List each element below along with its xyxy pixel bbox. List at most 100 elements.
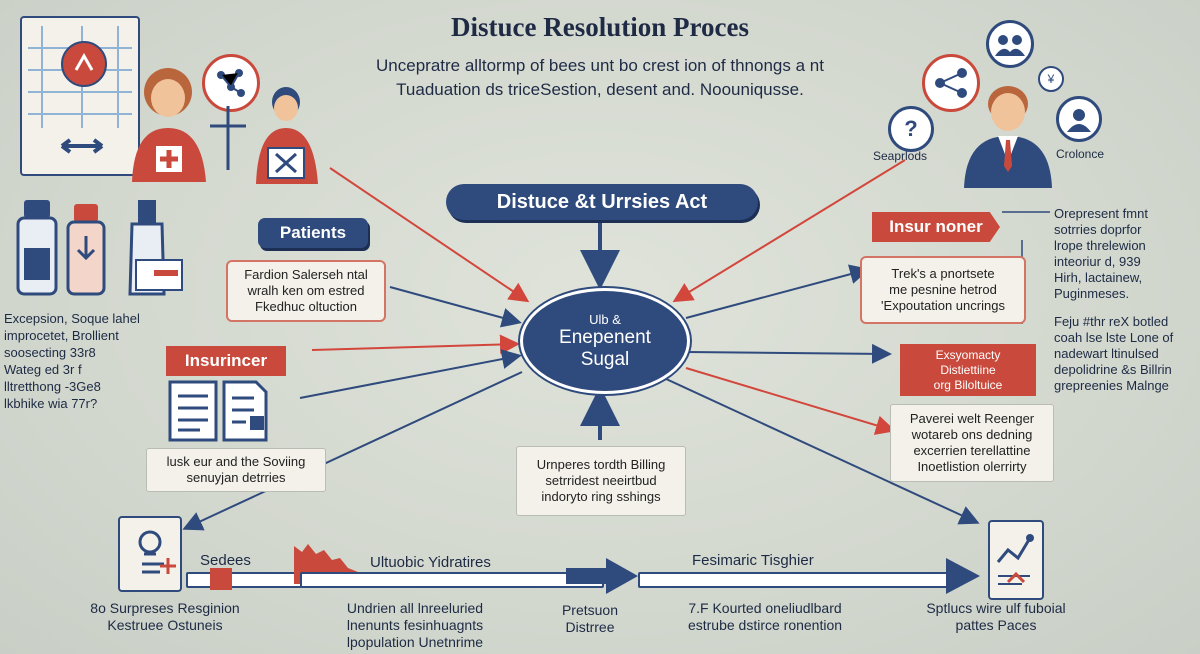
- patients-label: Patients: [258, 218, 368, 248]
- subtitle-line: Tuaduation ds tricеSestion, desent and. …: [396, 80, 804, 99]
- center-line: Sugal: [580, 348, 630, 370]
- list-item: inteoriur d, 939: [1054, 254, 1141, 269]
- list-item: lkbhike wia 77r?: [4, 396, 98, 411]
- right-list-top: Orepresent fmnt sotrries doprfor lrope t…: [1054, 206, 1196, 302]
- worker-icon: [256, 87, 318, 184]
- arrow-patients-to-center: [389, 286, 522, 328]
- list-item: sotrries doprfor: [1054, 222, 1142, 237]
- bottom-label-4: 7.F Kourted oneliudlbard estrube dstirce…: [660, 600, 870, 634]
- note-line: excerrien terellattine: [913, 443, 1031, 458]
- list-item: lrope threlewion: [1054, 238, 1146, 253]
- timeline-bar-3: [638, 572, 952, 588]
- right-list-mid: Feju #thr reX botled coah lse lste Lone …: [1054, 314, 1198, 394]
- arrow-center-to-redbox: [687, 343, 892, 364]
- label-line: Kestruee Ostuneis: [107, 617, 223, 633]
- bottom-label-3: Pretsuon Distrree: [540, 602, 640, 636]
- note-line: me pesnine hetrod: [889, 282, 997, 297]
- note-line: Inoetlistion olerrirty: [917, 459, 1027, 474]
- report-chart-icon: [988, 520, 1044, 600]
- box-line: org Biloltuice: [933, 377, 1003, 392]
- timeline-marker: [210, 568, 232, 590]
- label-line: Undrien all lnreeluried: [346, 600, 484, 616]
- page-subtitle: Uncepratre alltormp of bees unt bo crest…: [300, 54, 900, 102]
- molecule-icon: [202, 54, 260, 112]
- box-line: Distiettiine: [940, 362, 996, 377]
- list-item: grepreenies Malnge: [1054, 378, 1169, 393]
- arrow-center-to-bottom-right: [663, 377, 980, 525]
- note-line: Trek's a pnortsete: [891, 266, 995, 281]
- arrow-center-to-insurer-right: [685, 264, 870, 319]
- note-line: Urnperes tordth Billing: [536, 457, 666, 472]
- label-line: 7.F Kourted oneliudlbard: [688, 600, 842, 616]
- note-line: senuyjan detrries: [186, 470, 286, 485]
- act-button[interactable]: Distuce &t Urrsies Act: [446, 184, 758, 220]
- list-item: Hirh, lactainew,: [1054, 270, 1143, 285]
- cross-stand-icon: [210, 106, 246, 170]
- bottom-label-1: 8o Surpreses Resginion Kestruee Ostuneis: [70, 600, 260, 634]
- note-line: setrridest neeirtbud: [545, 473, 657, 488]
- doctor-icon: [132, 68, 206, 182]
- list-item: Excepsion, Soque lahel: [4, 311, 140, 326]
- arrow-people-to-center: [329, 167, 530, 303]
- note-line: Fkedhuc oltuction: [255, 299, 357, 314]
- label-line: lpopulation Unetnrime: [346, 634, 484, 650]
- box-line: Exsyomacty: [935, 347, 1001, 362]
- arrow-center-to-note2: [685, 367, 896, 435]
- note-line: lusk eur and the Soviing: [166, 454, 306, 469]
- note-line: wotareb ons dedning: [911, 427, 1033, 442]
- list-item: lltretthong -3Ge8: [4, 379, 101, 394]
- documents-icon: [168, 380, 268, 442]
- group-people-icon: [986, 20, 1034, 68]
- label-line: estrube dstirce ronention: [687, 617, 843, 633]
- timeline-step-2: Ultuobic Yidratires: [370, 554, 491, 571]
- note-line: Fardion Salerseh ntal: [244, 267, 368, 282]
- arrow-docs-to-center: [299, 349, 522, 399]
- note-line: indoryto ring sshings: [541, 489, 661, 504]
- right-red-box: Exsyomacty Distiettiine org Biloltuice: [900, 344, 1036, 396]
- label-line: Sptlucs wire ulf fuboial: [926, 600, 1066, 616]
- timeline-step-1: Sedees: [200, 552, 251, 569]
- list-item: Wateg ed 3r f: [4, 362, 82, 377]
- insurer-right-label: Insur noner: [872, 212, 1000, 242]
- timeline-step-3: Fesimaric Tisghier: [692, 552, 814, 569]
- arrow-insurer-to-center: [311, 334, 520, 355]
- arrow-center-to-bottom-left: [182, 371, 523, 531]
- note-line: wralh ken om estred: [247, 283, 365, 298]
- left-list: Excepsion, Soque lahel improcetet, Broll…: [4, 310, 174, 412]
- label-line: lnenunts fesinhuagnts: [346, 617, 484, 633]
- lightbulb-chart-icon: [118, 516, 182, 592]
- center-line: Ulb &: [589, 311, 621, 327]
- businessman-icon: [964, 86, 1052, 188]
- timeline-arrow-2: [946, 558, 980, 594]
- people-label-right: Crolonce: [1055, 147, 1105, 161]
- list-item: nadewart ltinulsed: [1054, 346, 1159, 361]
- billing-note: Urnperes tordth Billing setrridest neeir…: [516, 446, 686, 516]
- list-item: Feju #thr reX botled: [1054, 314, 1169, 329]
- page-title: Distuce Resolution Proces: [451, 12, 749, 42]
- timeline-bar-2: [300, 572, 604, 588]
- label-line: Distrree: [565, 619, 615, 635]
- list-item: Orepresent fmnt: [1054, 206, 1148, 221]
- currency-icon: ¥: [1038, 66, 1064, 92]
- list-item: depolidrine &s Billrin: [1054, 362, 1172, 377]
- timeline-arrow-1: [566, 558, 638, 594]
- note-line: Paverei welt Reenger: [909, 411, 1035, 426]
- insurer-left-note: lusk eur and the Soviing senuyjan detrri…: [146, 448, 326, 492]
- document-chart-icon: [28, 26, 132, 154]
- list-item: soosecting 33r8: [4, 345, 96, 360]
- question-icon: ?: [888, 106, 934, 152]
- patients-note: Fardion Salerseh ntal wralh ken om estre…: [226, 260, 386, 322]
- label-line: Pretsuon: [561, 602, 619, 618]
- bottom-label-2: Undrien all lnreeluried lnenunts fesinhu…: [330, 600, 500, 651]
- note-line: 'Expoutation uncrings: [881, 298, 1005, 313]
- list-item: coah lse lste Lone of: [1054, 330, 1174, 345]
- person-icon: [1056, 96, 1102, 142]
- medicine-bottles-icon: [16, 200, 183, 296]
- right-note-2: Paverei welt Reenger wotareb ons dedning…: [890, 404, 1054, 482]
- network-icon: [922, 54, 980, 112]
- label-line: 8o Surpreses Resginion: [90, 600, 240, 616]
- bottom-label-5: Sptlucs wire ulf fuboial pattes Paces: [906, 600, 1086, 634]
- center-line: Enepenent: [559, 326, 651, 348]
- medical-document-illustration: [20, 16, 140, 176]
